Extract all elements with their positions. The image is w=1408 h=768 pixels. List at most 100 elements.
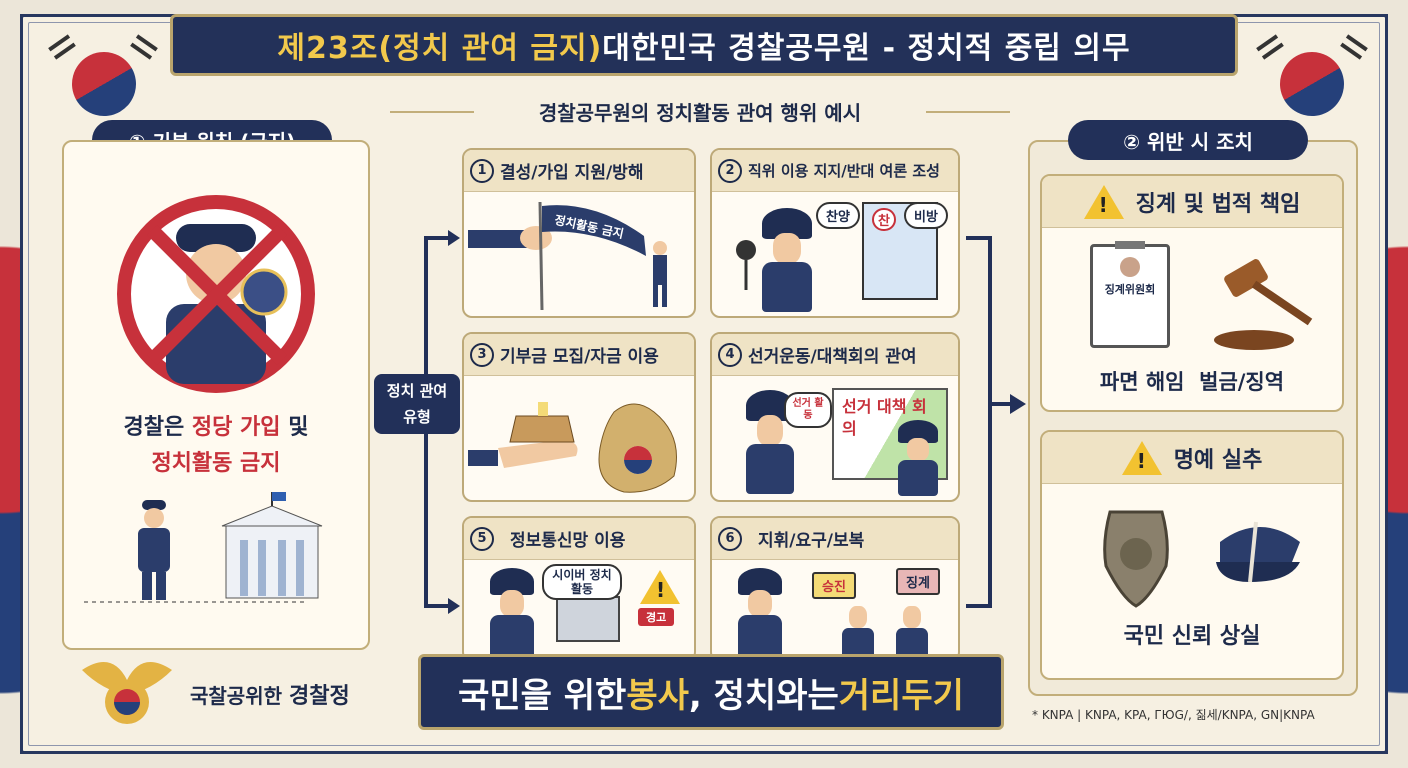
corner-ornament: [1354, 720, 1388, 754]
gavel-icon: [1214, 259, 1313, 350]
example-card-1: 1 결성/가입 지원/방해 정치활동 금지: [462, 148, 696, 318]
discipline-tag: 징계: [896, 568, 940, 595]
card-illustration: 선거 대책 회의 선거 활동: [712, 376, 958, 500]
honor-title: 명예 실추: [1173, 447, 1263, 473]
arrow-icon: [448, 230, 460, 246]
title-article: 제23조(정치 관여 금지): [277, 31, 603, 66]
flow-connector: [424, 604, 452, 608]
basic-principle-panel: 경찰은 정당 가입 및 정치활동 금지: [62, 140, 370, 650]
microphone-icon: [736, 240, 756, 290]
slogan-highlight: 거리두기: [838, 675, 964, 716]
prohibited-officer-illustration: [117, 195, 315, 393]
clipboard-icon: 징계위원회: [1090, 241, 1170, 348]
section-subheading: 경찰공무원의 정치활동 관여 행위 예시: [390, 97, 1010, 126]
card-title: 기부금 모집/자금 이용: [500, 347, 659, 367]
page-title: 제23조(정치 관여 금지) 대한민국 경찰공무원 - 정치적 중립 의무: [170, 14, 1238, 76]
warning-label: 경고: [638, 608, 675, 626]
slogan-highlight: 봉사: [626, 675, 689, 716]
principle-highlight: 정치활동 금지: [151, 451, 281, 476]
card-header: 5 정보통신망 이용: [464, 518, 694, 560]
center-type-label: 정치 관여 유형: [374, 374, 460, 434]
example-card-5: 5 정보통신망 이용 시이버 정치 활동 경고: [462, 516, 696, 662]
card-title: 지휘/요구/보복: [758, 531, 865, 551]
officer-figure: [898, 420, 938, 496]
center-label-line: 정치 관여: [386, 382, 448, 400]
slogan-text: 국민을 위한: [458, 675, 627, 716]
praise-bubble: 찬양: [816, 202, 860, 229]
violation-pill: ② 위반 시 조치: [1068, 120, 1308, 160]
cyber-politics-bubble: 시이버 정치 활동: [542, 564, 622, 600]
officer-figure: [762, 208, 812, 312]
warning-icon: [1083, 184, 1124, 219]
clipboard-text: 징계위원회: [1104, 283, 1156, 296]
flow-connector: [966, 236, 990, 240]
officer-figure: [490, 568, 534, 658]
campaign-bubble: 선거 활동: [784, 392, 832, 428]
logo-text: 국찰공위한 경찰정: [190, 678, 350, 710]
slander-bubble: 비방: [904, 202, 948, 229]
center-label-line: 유형: [403, 408, 431, 426]
corner-ornament: [1354, 14, 1388, 48]
card-illustration: [464, 376, 694, 500]
officer-and-party-building-illustration: [84, 492, 323, 603]
card-header: 3 기부금 모집/자금 이용: [464, 334, 694, 376]
penalty-box: 징계 및 법적 책임 징계위원회 파면 해임 벌금/징역: [1040, 174, 1344, 412]
card-number: 5: [470, 526, 494, 551]
footnote: * KNPA | KNPA, KPA, ГЮG/, 짊세/KNPA, GN|KN…: [1032, 708, 1315, 722]
card-number: 2: [718, 158, 742, 183]
flow-connector: [990, 402, 1012, 406]
penalty-header: 징계 및 법적 책임: [1042, 176, 1342, 228]
card-title: 선거운동/대책회의 관여: [748, 347, 917, 367]
card-number: 1: [470, 158, 494, 183]
arrow-icon: [448, 598, 460, 614]
card-number: 3: [470, 342, 494, 367]
card-title: 정보통신망 이용: [510, 531, 626, 551]
trust-loss-label: 국민 신뢰 상실: [1123, 624, 1261, 649]
arrow-icon: [1010, 394, 1026, 414]
card-title: 직위 이용 지지/반대 여론 조성: [748, 162, 940, 180]
flag-banner-illustration: [468, 201, 667, 311]
card-header: 2 직위 이용 지지/반대 여론 조성: [712, 150, 958, 192]
example-card-6: 6 지휘/요구/보복 승진 징계: [710, 516, 960, 662]
principle-text: 경찰은: [123, 415, 192, 440]
card-header: 1 결성/가입 지원/방해: [464, 150, 694, 192]
title-subject: 대한민국 경찰공무원 - 정치적 중립 의무: [602, 31, 1131, 66]
principle-text: 및: [280, 415, 309, 440]
card-number: 6: [718, 526, 742, 551]
example-card-3: 3 기부금 모집/자금 이용: [462, 332, 696, 502]
card-illustration: 시이버 정치 활동 경고: [464, 560, 694, 660]
penalty-title: 징계 및 법적 책임: [1135, 191, 1301, 217]
logo-text-part: 경찰정: [288, 684, 350, 709]
card-title: 결성/가입 지원/방해: [500, 163, 644, 183]
corner-ornament: [20, 720, 54, 754]
card-illustration: 찬양 찬 비방: [712, 192, 958, 316]
donation-box-money-bag-illustration: [468, 402, 677, 493]
computer-monitor-icon: [556, 596, 620, 642]
principle-highlight: 정당 가입: [191, 415, 281, 440]
slogan-text: 와는: [776, 675, 839, 716]
dismissal-label: 파면 해임: [1099, 370, 1185, 394]
warning-icon: [640, 570, 680, 604]
penalty-labels: 파면 해임 벌금/징역: [1042, 366, 1342, 396]
example-card-2: 2 직위 이용 지지/반대 여론 조성 찬양 찬 비방: [710, 148, 960, 318]
honor-header: 명예 실추: [1042, 432, 1342, 484]
card-header: 6 지휘/요구/보복: [712, 518, 958, 560]
officer-figure: [738, 568, 782, 658]
police-emblem-logo: [82, 662, 172, 724]
card-illustration: 정치활동 금지: [464, 192, 694, 316]
flow-bracket: [988, 236, 992, 608]
honor-box: 명예 실추 국민 신뢰 상실: [1040, 430, 1344, 680]
corner-ornament: [20, 14, 54, 48]
principle-statement: 경찰은 정당 가입 및 정치활동 금지: [64, 410, 368, 482]
flow-connector: [424, 236, 452, 240]
logo-text-part: 국찰공위한: [190, 684, 289, 708]
slogan-text: , 정치: [688, 675, 777, 716]
flow-connector: [966, 604, 990, 608]
broken-badge-and-cap-illustration: [1103, 510, 1300, 608]
promotion-tag: 승진: [812, 572, 856, 599]
fine-prison-label: 벌금/징역: [1199, 370, 1285, 394]
card-illustration: 승진 징계: [712, 560, 958, 660]
